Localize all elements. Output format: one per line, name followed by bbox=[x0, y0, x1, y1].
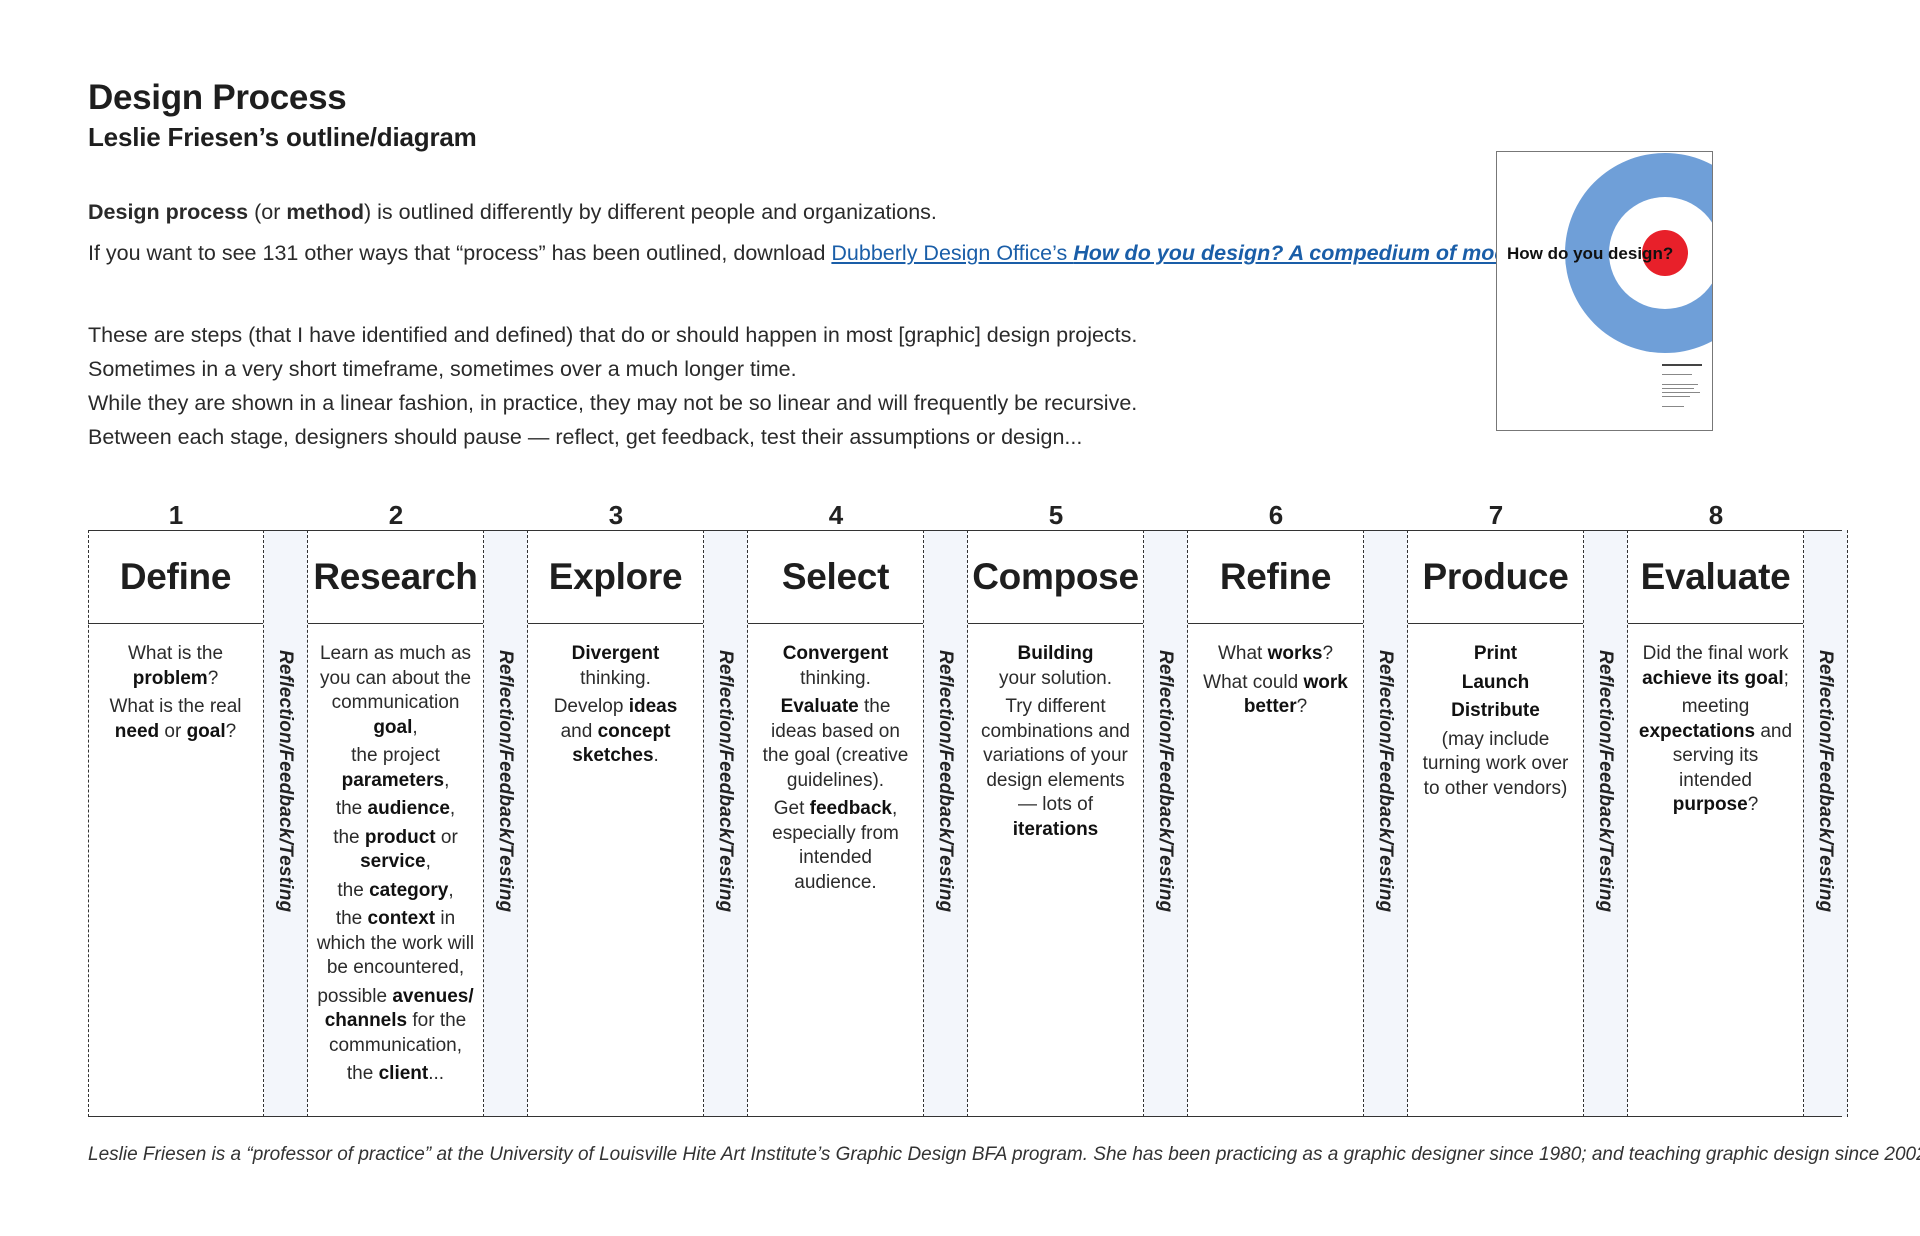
intro-line-1: Design process (or method) is outlined d… bbox=[88, 200, 937, 224]
step-title: Define bbox=[88, 530, 263, 624]
page-title: Design Process bbox=[88, 78, 347, 117]
step-description: What works?What could work better? bbox=[1203, 643, 1348, 717]
step-number: 4 bbox=[828, 500, 844, 530]
author-footnote: Leslie Friesen is a “professor of practi… bbox=[88, 1144, 1920, 1165]
reflection-label: Reflection/Feedback/Testing bbox=[1595, 650, 1616, 913]
paragraph: While they are shown in a linear fashion… bbox=[88, 391, 1138, 415]
reflection-feedback-strip: Reflection/Feedback/Testing bbox=[1144, 530, 1188, 1117]
step-title: Evaluate bbox=[1628, 530, 1803, 624]
reflection-feedback-strip: Reflection/Feedback/Testing bbox=[1364, 530, 1408, 1117]
intro-line-2: If you want to see 131 other ways that “… bbox=[88, 241, 1597, 265]
reflection-feedback-strip: Reflection/Feedback/Testing bbox=[704, 530, 748, 1117]
book-cover-image[interactable]: How do you design? bbox=[1496, 151, 1713, 431]
reflection-label: Reflection/Feedback/Testing bbox=[275, 650, 296, 913]
intro-term-method: method bbox=[286, 200, 364, 224]
step-description: Did the final work achieve its goal;meet… bbox=[1638, 643, 1793, 815]
paragraph: These are steps (that I have identified … bbox=[88, 323, 1138, 347]
cover-fine-print bbox=[1662, 392, 1700, 393]
step-title: Refine bbox=[1188, 530, 1363, 624]
reflection-feedback-strip: Reflection/Feedback/Testing bbox=[484, 530, 528, 1117]
target-graphic bbox=[1565, 153, 1712, 407]
cover-fine-print bbox=[1662, 396, 1690, 397]
reflection-feedback-strip: Reflection/Feedback/Testing bbox=[1584, 530, 1628, 1117]
intro-term-design-process: Design process bbox=[88, 200, 249, 224]
cover-fine-print bbox=[1662, 384, 1698, 385]
reflection-label: Reflection/Feedback/Testing bbox=[495, 650, 516, 913]
cover-title: How do you design? bbox=[1507, 244, 1674, 263]
paragraph: Sometimes in a very short timeframe, som… bbox=[88, 357, 797, 381]
description-paragraphs: These are steps (that I have identified … bbox=[88, 318, 1137, 454]
step-number: 3 bbox=[608, 500, 624, 530]
step-number: 6 bbox=[1268, 500, 1284, 530]
step-number: 8 bbox=[1708, 500, 1724, 530]
red-dot bbox=[1642, 230, 1688, 276]
cover-fine-print bbox=[1662, 406, 1684, 407]
cover-fine-print bbox=[1662, 374, 1692, 375]
step-number: 2 bbox=[388, 500, 404, 530]
step-title: Explore bbox=[528, 530, 703, 624]
step-title: Produce bbox=[1408, 530, 1583, 624]
step-description: Learn as much as you can about the commu… bbox=[316, 643, 475, 1084]
reflection-label: Reflection/Feedback/Testing bbox=[1815, 650, 1836, 913]
cover-fine-print bbox=[1662, 388, 1694, 389]
step-title: Research bbox=[308, 530, 483, 624]
step-number: 1 bbox=[168, 500, 184, 530]
page-subtitle: Leslie Friesen’s outline/diagram bbox=[88, 122, 477, 152]
reflection-feedback-strip: Reflection/Feedback/Testing bbox=[924, 530, 968, 1117]
reflection-feedback-strip: Reflection/Feedback/Testing bbox=[264, 530, 308, 1117]
step-number: 5 bbox=[1048, 500, 1064, 530]
cover-fine-print bbox=[1662, 364, 1702, 366]
reflection-label: Reflection/Feedback/Testing bbox=[935, 650, 956, 913]
step-number: 7 bbox=[1488, 500, 1504, 530]
step-title: Compose bbox=[968, 530, 1143, 624]
dubberly-download-link[interactable]: Dubberly Design Office’s How do you desi… bbox=[831, 241, 1538, 265]
reflection-label: Reflection/Feedback/Testing bbox=[1375, 650, 1396, 913]
step-title: Select bbox=[748, 530, 923, 624]
reflection-label: Reflection/Feedback/Testing bbox=[1155, 650, 1176, 913]
reflection-feedback-strip: Reflection/Feedback/Testing bbox=[1804, 530, 1848, 1117]
reflection-label: Reflection/Feedback/Testing bbox=[715, 650, 736, 913]
step-description: What is the problem?What is the real nee… bbox=[109, 643, 242, 742]
paragraph: Between each stage, designers should pau… bbox=[88, 425, 1083, 449]
